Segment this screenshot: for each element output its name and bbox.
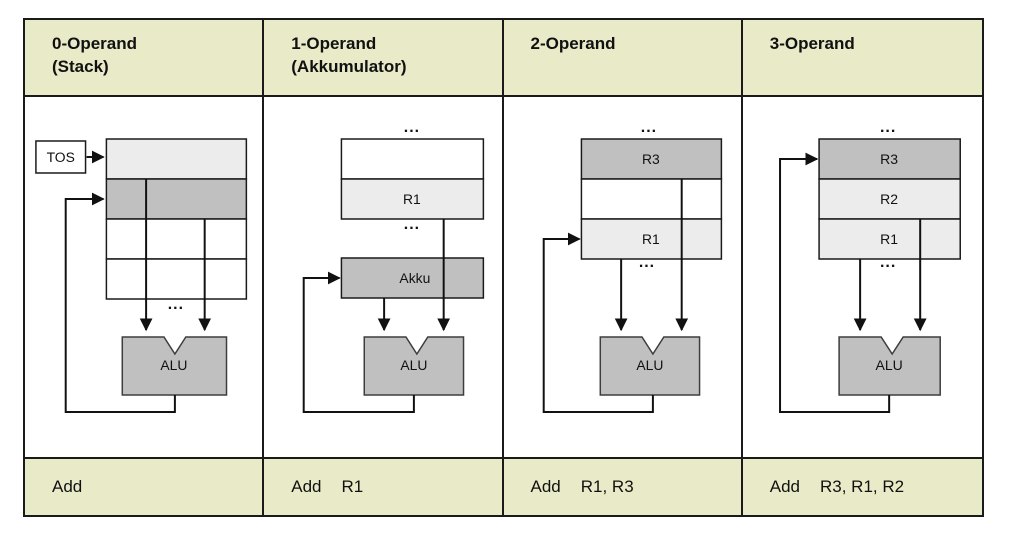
alu-box bbox=[599, 336, 700, 396]
result-feedback-line bbox=[64, 192, 176, 413]
three-operand-architecture-diagram: ... R3 R2 R1 ... ALU bbox=[778, 119, 961, 413]
result-feedback-line bbox=[542, 232, 654, 413]
header-title-line1: 1-Operand bbox=[291, 34, 377, 53]
register-cell-r1 bbox=[818, 218, 961, 260]
instruction-operands: R1 bbox=[341, 477, 364, 496]
register-label-r2: R2 bbox=[880, 191, 898, 207]
header-title-line2: (Akkumulator) bbox=[291, 57, 407, 76]
accumulator-architecture-diagram: ... R1 ... Akku ALU bbox=[302, 119, 485, 413]
result-feedback-line bbox=[778, 152, 890, 413]
stack-architecture-diagram: TOS ... ALU bbox=[35, 138, 248, 413]
ellipsis: ... bbox=[880, 119, 896, 136]
header-cell-3-operand: 3-Operand bbox=[742, 20, 982, 97]
stack-cell-top bbox=[105, 138, 248, 180]
register-cell-r3 bbox=[818, 138, 961, 180]
tos-label: TOS bbox=[47, 149, 75, 165]
stack-cell-second bbox=[105, 178, 248, 220]
alu-box bbox=[121, 336, 228, 396]
two-operand-architecture-diagram: ... R3 R1 ... ALU bbox=[542, 119, 722, 413]
instruction-operands: R1, R3 bbox=[580, 477, 634, 496]
header-cell-2-operand: 2-Operand bbox=[503, 20, 743, 97]
header-cell-1-operand: 1-Operand (Akkumulator) bbox=[264, 20, 504, 97]
register-cell bbox=[580, 178, 722, 220]
ellipsis: ... bbox=[880, 254, 896, 271]
register-cell-r1 bbox=[340, 178, 485, 220]
ellipsis: ... bbox=[404, 216, 420, 233]
result-feedback-line bbox=[302, 271, 416, 413]
instruction-mnemonic: Add bbox=[52, 477, 83, 496]
stack-cell bbox=[105, 218, 248, 260]
instruction-mnemonic: Add bbox=[291, 477, 322, 496]
akku-box bbox=[340, 257, 485, 299]
instruction-mnemonic: Add bbox=[530, 477, 561, 496]
alu-label: ALU bbox=[636, 357, 663, 373]
instruction-cell-accumulator: Add R1 bbox=[264, 457, 504, 515]
register-label-r3: R3 bbox=[880, 151, 898, 167]
header-title-line1: 0-Operand bbox=[52, 34, 138, 53]
alu-label: ALU bbox=[401, 357, 428, 373]
register-cell-r2 bbox=[818, 178, 961, 220]
ellipsis: ... bbox=[640, 119, 656, 136]
akku-label: Akku bbox=[400, 270, 431, 286]
instruction-cell-2-operand: Add R1, R3 bbox=[503, 457, 743, 515]
header-cell-0-operand: 0-Operand (Stack) bbox=[25, 20, 265, 97]
register-cell bbox=[340, 138, 485, 180]
header-title-line2: (Stack) bbox=[52, 57, 109, 76]
alu-box bbox=[363, 336, 465, 396]
instruction-cell-stack: Add bbox=[25, 457, 265, 515]
diagram-cell-accumulator: ... R1 ... Akku ALU bbox=[264, 97, 504, 457]
instruction-operands: R3, R1, R2 bbox=[820, 477, 905, 496]
tos-box bbox=[35, 140, 87, 174]
instruction-cell-3-operand: Add R3, R1, R2 bbox=[742, 457, 982, 515]
header-title-line1: 3-Operand bbox=[769, 34, 855, 53]
alu-label: ALU bbox=[160, 357, 187, 373]
ellipsis: ... bbox=[638, 254, 654, 271]
register-label-r3: R3 bbox=[642, 151, 660, 167]
header-title-line1: 2-Operand bbox=[530, 34, 616, 53]
diagram-cell-2-operand: ... R3 R1 ... ALU bbox=[504, 97, 743, 457]
register-cell-r1 bbox=[580, 218, 722, 260]
register-label-r1: R1 bbox=[403, 191, 421, 207]
alu-label: ALU bbox=[875, 357, 902, 373]
instruction-mnemonic: Add bbox=[769, 477, 800, 496]
register-label-r1: R1 bbox=[642, 231, 660, 247]
diagram-cell-3-operand: ... R3 R2 R1 ... ALU bbox=[743, 97, 982, 457]
ellipsis: ... bbox=[404, 119, 420, 136]
register-label-r1: R1 bbox=[880, 231, 898, 247]
alu-box bbox=[838, 336, 941, 396]
diagram-cell-stack: TOS ... ALU bbox=[25, 97, 265, 457]
register-cell-r3 bbox=[580, 138, 722, 180]
ellipsis: ... bbox=[168, 296, 184, 313]
operand-architectures-table: 0-Operand (Stack) 1-Operand (Akkumulator… bbox=[23, 18, 984, 517]
stack-cell bbox=[105, 258, 248, 300]
